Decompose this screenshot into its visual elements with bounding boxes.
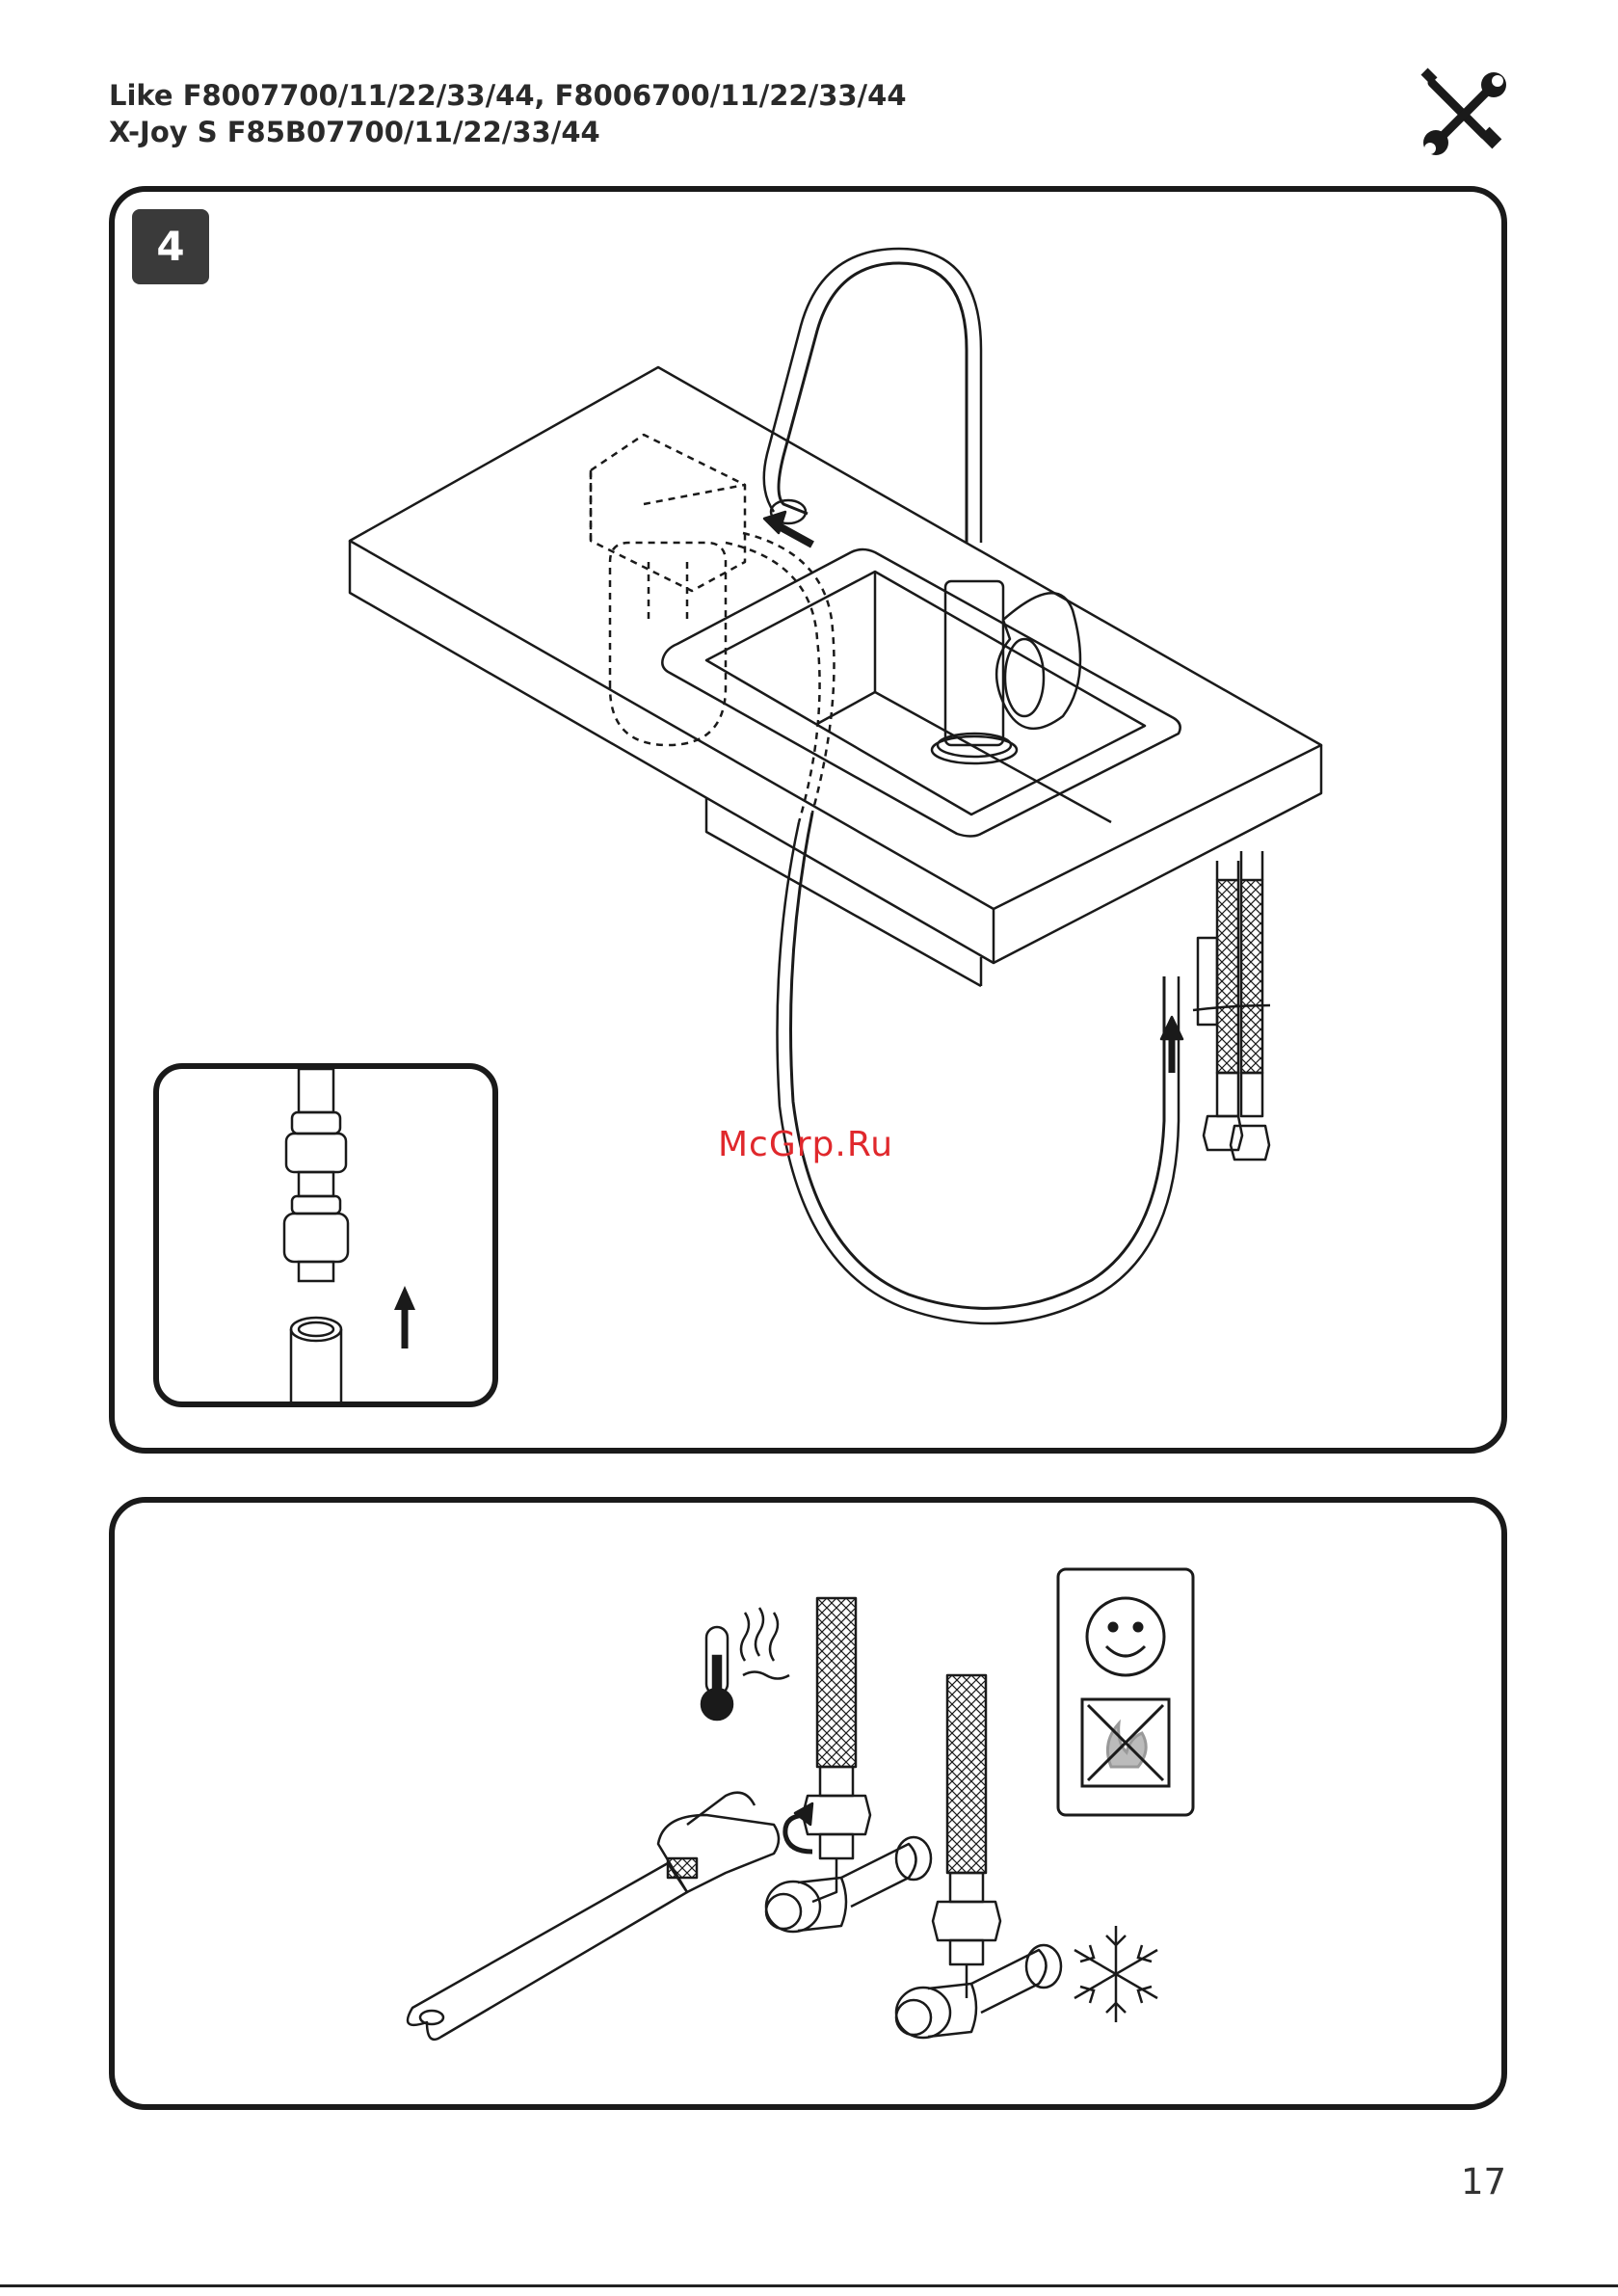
valve-wrench-illustration [109,1497,1507,2110]
smiley-face-icon [1087,1598,1164,1675]
angle-valve-2 [967,1950,1047,2013]
page-number: 17 [1461,2161,1506,2203]
pullout-hose [791,813,1165,1308]
document-header: Like F8007700/11/22/33/44, F8006700/11/2… [109,77,907,150]
supply-hoses [1193,851,1270,1160]
countertop-front [350,541,994,963]
sink-rim [662,549,1180,837]
thermometer-heat-icon [702,1608,789,1720]
quick-connector-illustration [159,1069,492,1402]
model-line-1: Like F8007700/11/22/33/44, F8006700/11/2… [109,77,907,114]
wrench-screwdriver-icon [1415,66,1511,162]
connector-detail-inset [153,1063,498,1407]
faucet-body [945,581,1003,745]
angle-valve-1 [812,1844,916,1907]
supply-hose-1 [817,1598,856,1767]
snowflake-icon [1074,1926,1157,2022]
faucet-handle [996,593,1080,729]
adjustable-wrench [408,1793,779,2040]
temperature-legend-box [1058,1569,1193,1815]
model-line-2: X-Joy S F85B07700/11/22/33/44 [109,114,907,150]
countertop-top [350,367,1321,909]
page-bottom-rule [0,2284,1618,2287]
supply-hose-2 [947,1675,986,1873]
watermark-text: McGrp.Ru [718,1125,893,1164]
